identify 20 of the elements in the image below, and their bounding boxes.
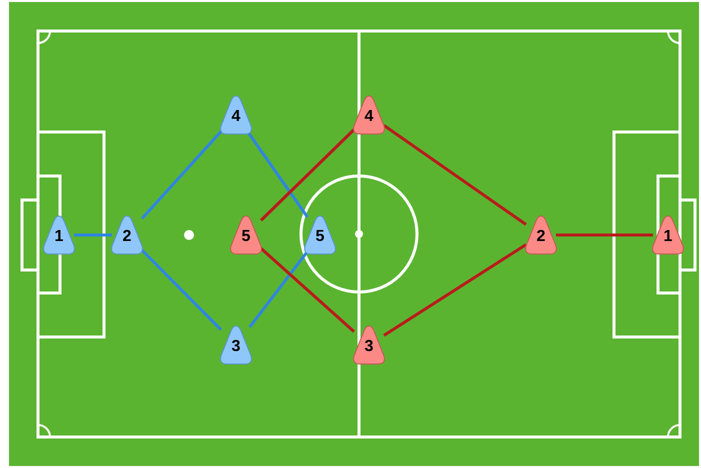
player-marker: 1 <box>651 215 685 255</box>
connector-line <box>74 234 112 236</box>
player-marker: 4 <box>352 95 386 135</box>
player-marker: 2 <box>524 215 558 255</box>
connector-line <box>140 130 222 220</box>
connector-line <box>383 124 527 226</box>
player-marker: 2 <box>110 215 144 255</box>
connector-line <box>247 132 309 218</box>
connector-line <box>260 128 356 222</box>
player-marker: 4 <box>219 95 253 135</box>
player-marker: 5 <box>303 215 337 255</box>
player-marker: 1 <box>42 215 76 255</box>
connector-line <box>556 234 653 236</box>
connector-line <box>383 243 527 337</box>
player-marker: 3 <box>219 325 253 365</box>
player-marker: 3 <box>352 325 386 365</box>
connector-line <box>140 249 222 331</box>
player-marker: 5 <box>229 215 263 255</box>
connector-line <box>260 247 355 333</box>
connector-line <box>248 252 308 328</box>
